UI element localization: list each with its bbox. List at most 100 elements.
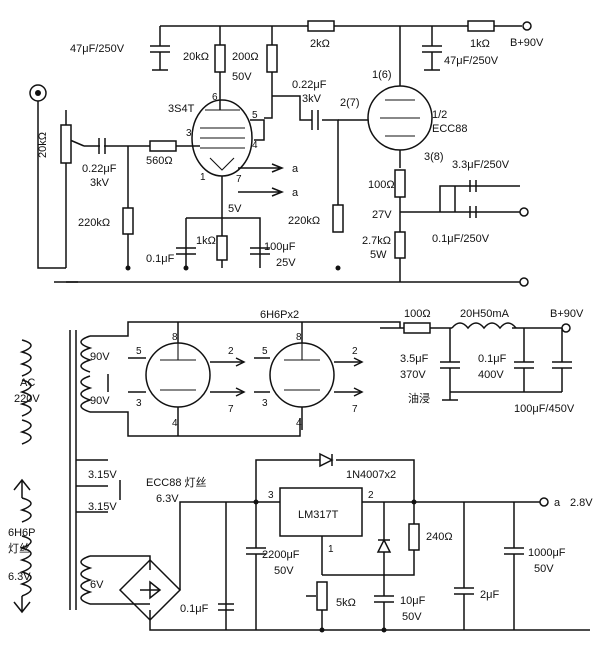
label-tube1: 3S4T — [168, 103, 195, 115]
b-plus-terminal-hv — [561, 323, 571, 333]
label-c35-c: 油浸 — [408, 391, 430, 405]
resistor-1k-cathode — [216, 235, 228, 261]
transformer-core — [69, 330, 77, 610]
label-r100-hv: 100Ω — [404, 308, 431, 320]
label-r2k: 2kΩ — [310, 38, 330, 50]
resistor-220k-left — [122, 207, 134, 235]
label-5v: 5V — [228, 203, 242, 215]
pot-5k — [316, 581, 328, 611]
filament-labels: 3.15V 3.15V ECC88 灯丝 6.3V 6H6P 灯丝 6.3V 6… — [8, 469, 593, 623]
pin-3b: 3 — [262, 398, 268, 409]
label-6v: 6V — [90, 579, 104, 591]
label-3-15v-a: 3.15V — [88, 469, 117, 481]
label-r20k-top: 20kΩ — [183, 51, 209, 63]
resistor-2-7k — [394, 231, 406, 259]
label-pot: 20kΩ — [37, 132, 49, 158]
pin-4: 4 — [252, 140, 258, 151]
cap-input — [98, 138, 106, 154]
cap-47uf-left — [150, 26, 170, 71]
pin-8a: 8 — [172, 332, 178, 343]
label-r1k-cathode: 1kΩ — [196, 235, 216, 247]
label-c100-b: 25V — [276, 257, 296, 269]
pin-3a: 3 — [136, 398, 142, 409]
pin-5a: 5 — [136, 346, 142, 357]
label-c100-a: 100μF — [264, 241, 296, 253]
label-out-a: a — [554, 497, 561, 509]
label-r27k-a: 2.7kΩ — [362, 235, 391, 247]
pin-3: 3 — [186, 128, 192, 139]
label-c47-left: 47μF/250V — [70, 43, 125, 55]
label-r220-right: 220kΩ — [288, 215, 320, 227]
amplifier-stage — [29, 20, 532, 287]
cap-47uf-right — [422, 26, 442, 71]
resistor-1k-top — [467, 20, 495, 32]
label-50v: 50V — [232, 71, 252, 83]
label-tube2-a: 1/2 — [432, 109, 447, 121]
output-terminal-2-8v — [539, 497, 549, 507]
resistor-2k — [307, 20, 335, 32]
transformer-primary — [19, 339, 32, 445]
label-90v-a: 90V — [90, 351, 110, 363]
label-6h6p-c: 6.3V — [8, 571, 31, 583]
pin-8b: 8 — [296, 332, 302, 343]
label-3-15v-b: 3.15V — [88, 501, 117, 513]
label-c01-right: 0.1μF/250V — [432, 233, 490, 245]
label-27v: 27V — [372, 209, 392, 221]
label-c1000-a: 1000μF — [528, 547, 566, 559]
label-r27k-b: 5W — [370, 249, 387, 261]
label-c01-hv-a: 0.1μF — [478, 353, 507, 365]
choke-20h — [451, 322, 517, 330]
label-c01-fil: 0.1μF — [180, 603, 209, 615]
label-r560: 560Ω — [146, 155, 173, 167]
pin-2b: 2 — [352, 346, 358, 357]
pin-1-6: 1(6) — [372, 69, 392, 81]
pin-5: 5 — [252, 110, 258, 121]
pin-5b: 5 — [262, 346, 268, 357]
pin-4a: 4 — [172, 418, 178, 429]
label-c10-a: 10μF — [400, 595, 426, 607]
cap-coupling — [311, 110, 319, 130]
b-plus-terminal-top — [522, 21, 532, 31]
label-6h6p-a: 6H6P — [8, 527, 36, 539]
label-r1k-top: 1kΩ — [470, 38, 490, 50]
label-c2200-a: 2200μF — [262, 549, 300, 561]
pin-7b: 7 — [352, 404, 358, 415]
label-c33: 3.3μF/250V — [452, 159, 510, 171]
pin-3-8: 3(8) — [424, 151, 444, 163]
hv-labels: AC 220V 90V 90V 6H6Px2 100Ω 20H50mA B+90… — [14, 308, 584, 429]
label-diode: 1N4007x2 — [346, 469, 396, 481]
label-c01-hv-b: 400V — [478, 369, 504, 381]
label-c2200-b: 50V — [274, 565, 294, 577]
filament-supply — [13, 452, 590, 633]
label-a1: a — [292, 163, 299, 175]
resistor-100-hv — [403, 322, 431, 334]
label-cin-a: 0.22μF — [82, 163, 117, 175]
label-ecc88-filament: ECC88 灯丝 — [146, 476, 207, 489]
pin-reg-2: 2 — [368, 490, 374, 501]
pin-1: 1 — [200, 172, 206, 183]
pin-2-7: 2(7) — [340, 97, 360, 109]
resistor-560 — [149, 140, 177, 152]
label-r240: 240Ω — [426, 531, 453, 543]
pin-7: 7 — [236, 174, 242, 185]
resistor-240 — [408, 523, 420, 551]
resistor-20k-top — [214, 44, 226, 73]
label-ccoup-a: 0.22μF — [292, 79, 327, 91]
pin-7a: 7 — [228, 404, 234, 415]
label-c35-b: 370V — [400, 369, 426, 381]
label-pot-5k: 5kΩ — [336, 597, 356, 609]
label-c2u: 2μF — [480, 589, 499, 601]
label-c10-b: 50V — [402, 611, 422, 623]
label-6h6p-b: 灯丝 — [8, 542, 30, 555]
label-r200: 200Ω — [232, 51, 259, 63]
label-bplus-top: B+90V — [510, 37, 544, 49]
label-regulator: LM317T — [298, 509, 339, 521]
label-rectifier: 6H6Px2 — [260, 309, 299, 321]
label-a2: a — [292, 187, 299, 199]
label-out-2-8v: 2.8V — [570, 497, 593, 509]
label-c35-a: 3.5μF — [400, 353, 429, 365]
label-220v: 220V — [14, 393, 40, 405]
pin-4b: 4 — [296, 418, 302, 429]
label-c100-hv: 100μF/450V — [514, 403, 575, 415]
